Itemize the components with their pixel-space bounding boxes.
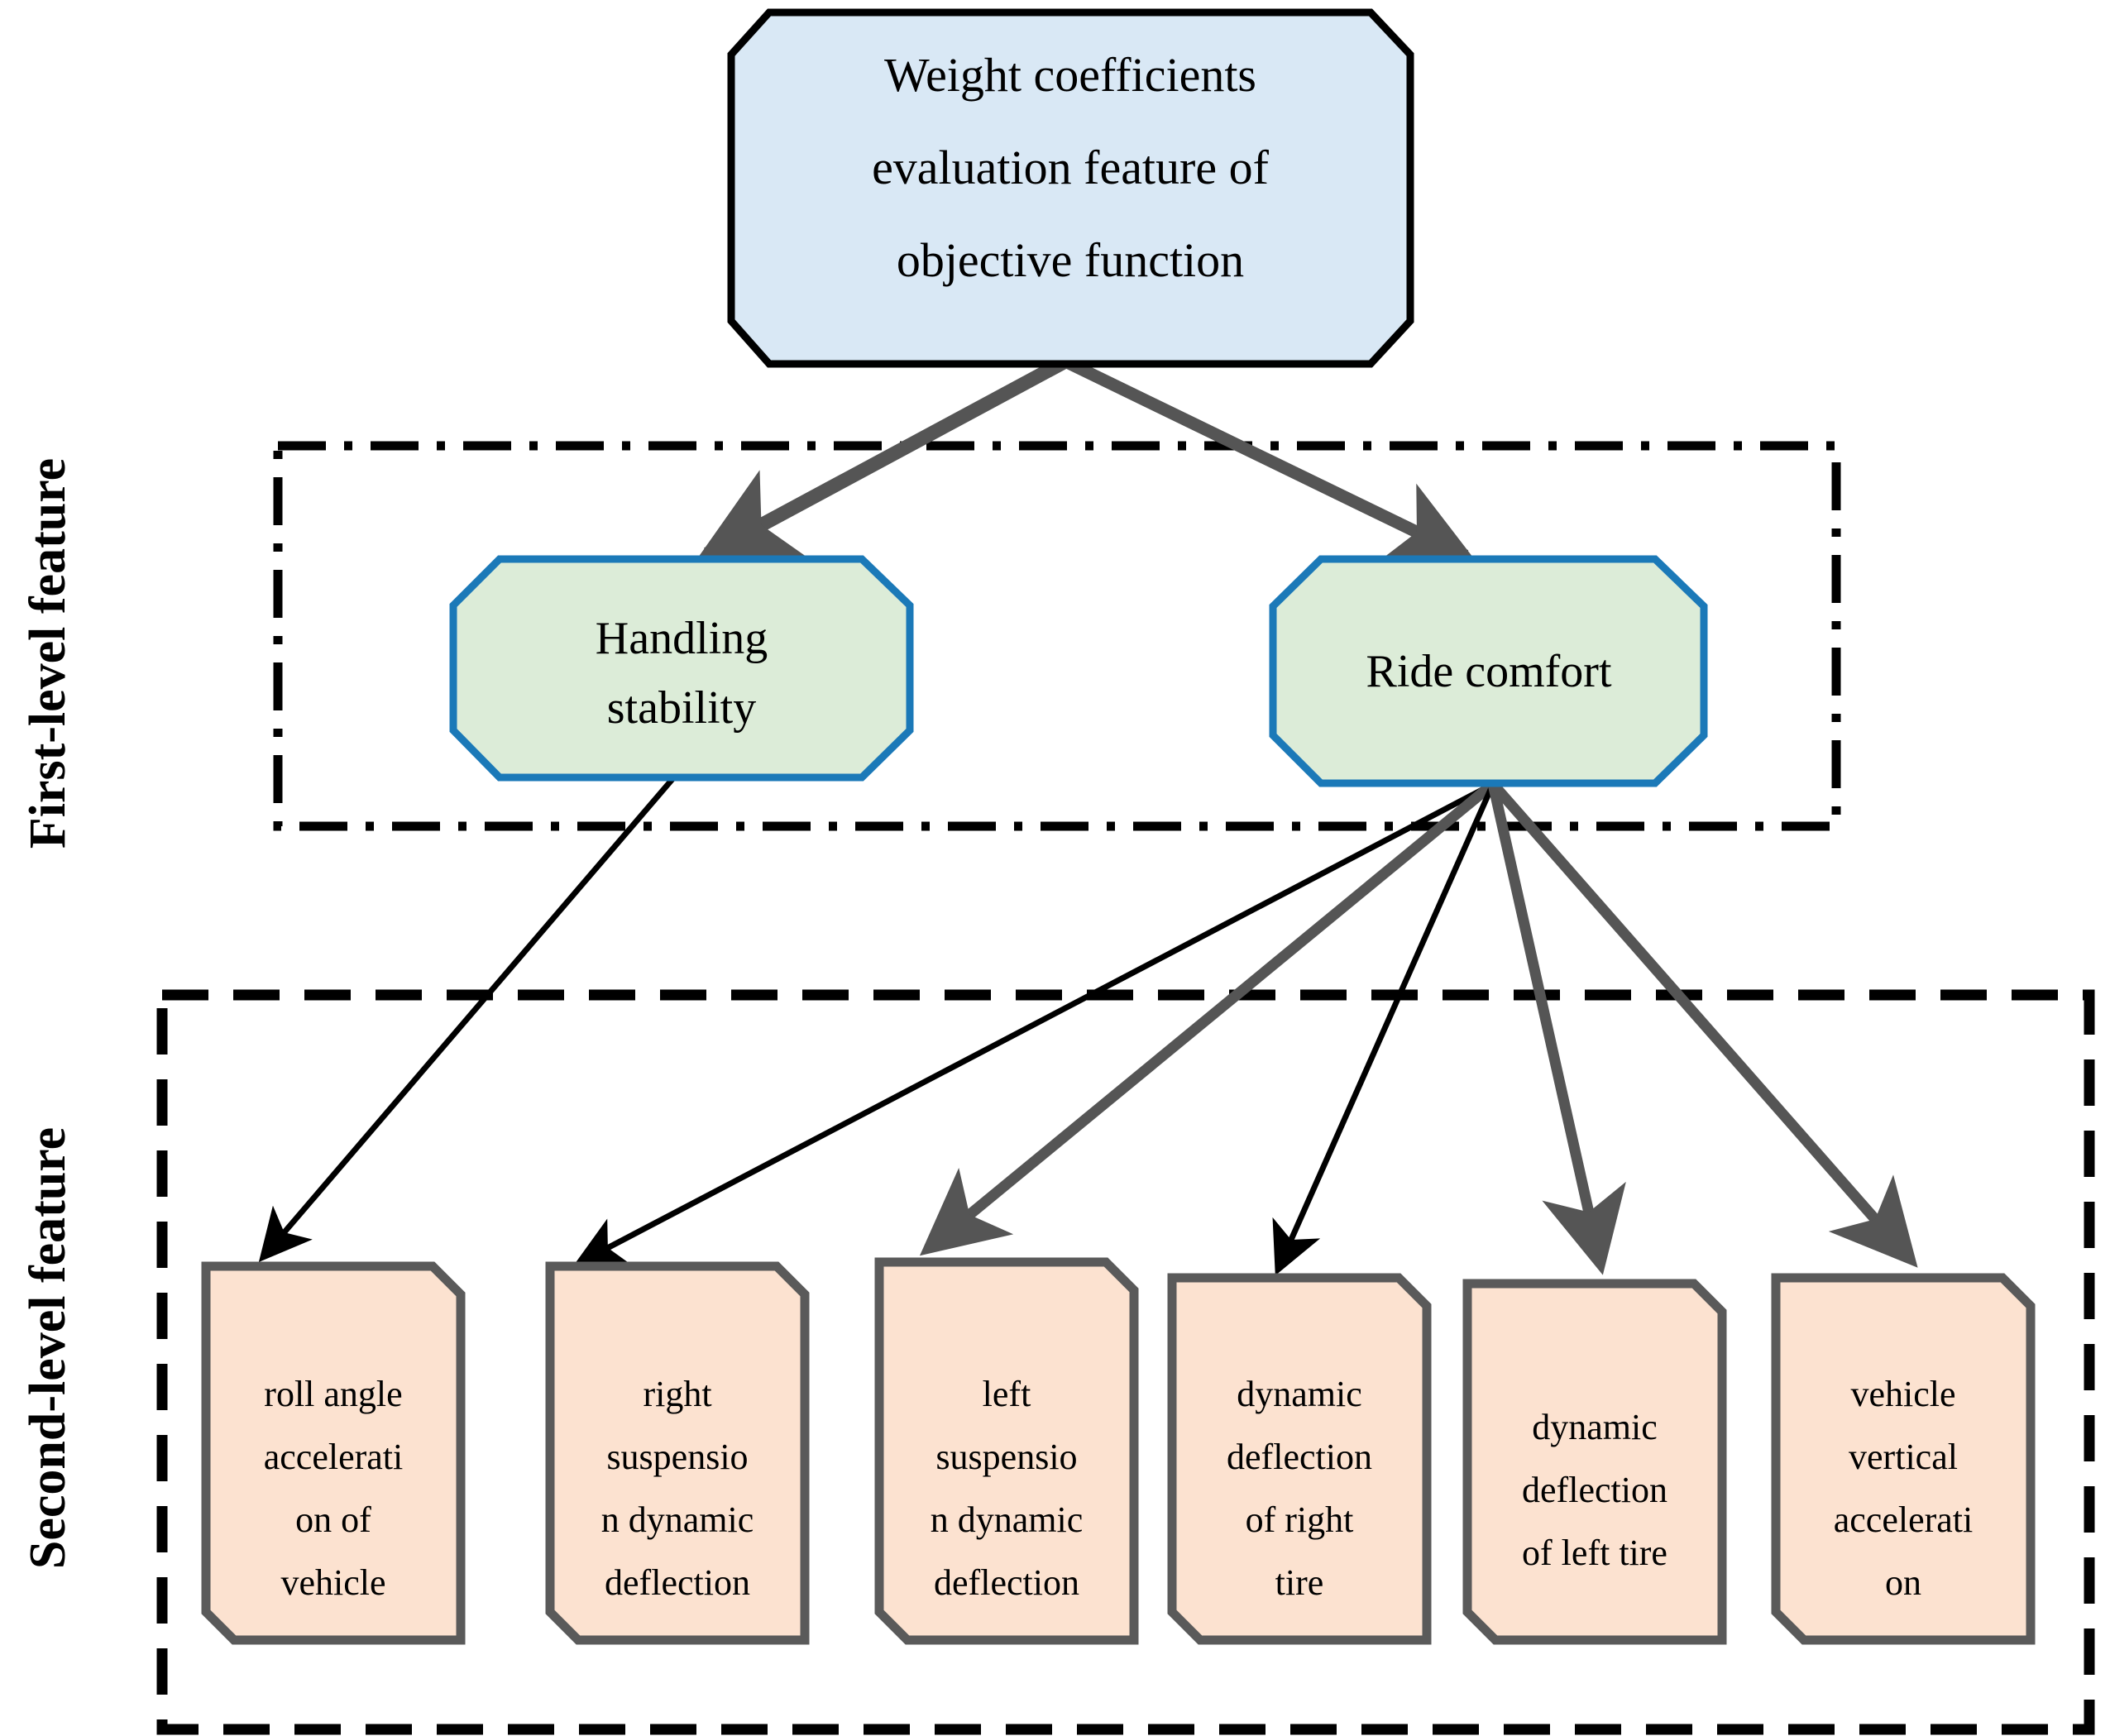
edge-ride-comfort-to-right-suspension	[573, 781, 1495, 1266]
node-left-tire-shape	[1462, 1279, 1727, 1645]
node-handling-stability[interactable]: Handling stability	[449, 555, 914, 782]
node-dynamic-deflection-of-left-tire[interactable]: dynamic deflection of left tire	[1462, 1279, 1727, 1645]
edge-ride-comfort-to-vehicle-vertical-acceleration	[1489, 780, 1918, 1268]
node-vehicle-vertical-acceleration[interactable]: vehicle vertical accelerati on	[1771, 1273, 2036, 1645]
node-title-weight-coefficients[interactable]: Weight coefficients evaluation feature o…	[727, 8, 1414, 368]
second-level-group-border	[156, 989, 2095, 1735]
node-ride-comfort-shape	[1269, 555, 1708, 787]
node-roll-angle-acceleration-of-vehicle[interactable]: roll angle accelerati on of vehicle	[201, 1261, 466, 1645]
node-roll-angle-shape	[201, 1261, 466, 1645]
node-right-tire-line-1: dynamic	[1237, 1374, 1362, 1414]
node-right-suspension-line-1: right	[643, 1374, 711, 1414]
node-left-suspension-line-4: deflection	[934, 1562, 1079, 1603]
side-label-second-level-feature: Second-level feature	[20, 1127, 76, 1569]
edge-handling-stability-to-roll-angle	[258, 771, 680, 1262]
node-left-tire-line-2: deflection	[1522, 1470, 1667, 1510]
node-left-suspension-shape	[874, 1257, 1139, 1645]
edge-title-to-handling-stability	[696, 355, 1069, 561]
node-ride-comfort-line-1: Ride comfort	[1366, 646, 1611, 697]
node-roll-angle-line-4: vehicle	[280, 1562, 385, 1603]
node-right-suspension-shape	[545, 1261, 810, 1645]
edge-group	[258, 355, 1918, 1276]
node-handling-stability-line-1: Handling	[596, 613, 768, 664]
node-vehicle-vertical-shape	[1771, 1273, 2036, 1645]
node-right-tire-line-3: of right	[1246, 1499, 1354, 1540]
node-left-suspension-line-2: suspensio	[935, 1437, 1077, 1477]
node-title-line-3: objective function	[897, 233, 1244, 287]
side-label-first-level-feature: First-level feature	[20, 458, 76, 849]
node-left-suspension-line-1: left	[983, 1374, 1031, 1414]
node-handling-stability-line-2: stability	[607, 682, 756, 734]
edge-ride-comfort-to-right-tire	[1272, 782, 1496, 1276]
node-right-suspension-line-2: suspensio	[606, 1437, 748, 1477]
node-right-suspension-line-3: n dynamic	[601, 1499, 754, 1540]
node-title-line-2: evaluation feature of	[872, 141, 1270, 194]
node-vehicle-vertical-line-3: accelerati	[1834, 1499, 1974, 1540]
edge-title-to-ride-comfort	[1062, 356, 1476, 562]
node-roll-angle-line-3: on of	[295, 1499, 371, 1540]
edge-ride-comfort-to-left-suspension	[919, 779, 1497, 1256]
node-left-tire-line-1: dynamic	[1532, 1407, 1658, 1447]
first-level-group-border	[273, 441, 1841, 831]
edge-ride-comfort-to-left-tire	[1487, 782, 1626, 1275]
node-vehicle-vertical-line-2: vertical	[1849, 1437, 1958, 1477]
node-right-tire-shape	[1167, 1273, 1432, 1645]
node-left-suspension-line-3: n dynamic	[931, 1499, 1084, 1540]
node-left-suspension-dynamic-deflection[interactable]: left suspensio n dynamic deflection	[874, 1257, 1139, 1645]
node-left-tire-line-3: of left tire	[1522, 1533, 1667, 1573]
node-vehicle-vertical-line-4: on	[1885, 1562, 1921, 1603]
node-right-suspension-line-4: deflection	[605, 1562, 750, 1603]
node-right-tire-line-4: tire	[1275, 1562, 1324, 1603]
node-handling-stability-shape	[449, 555, 914, 782]
node-dynamic-deflection-of-right-tire[interactable]: dynamic deflection of right tire	[1167, 1273, 1432, 1645]
node-roll-angle-line-2: accelerati	[264, 1437, 404, 1477]
node-title-line-1: Weight coefficients	[884, 48, 1256, 102]
node-right-tire-line-2: deflection	[1227, 1437, 1372, 1477]
node-title-shape	[727, 8, 1414, 368]
node-vehicle-vertical-line-1: vehicle	[1850, 1374, 1955, 1414]
node-ride-comfort[interactable]: Ride comfort	[1269, 555, 1708, 787]
node-right-suspension-dynamic-deflection[interactable]: right suspensio n dynamic deflection	[545, 1261, 810, 1645]
node-roll-angle-line-1: roll angle	[264, 1374, 402, 1414]
